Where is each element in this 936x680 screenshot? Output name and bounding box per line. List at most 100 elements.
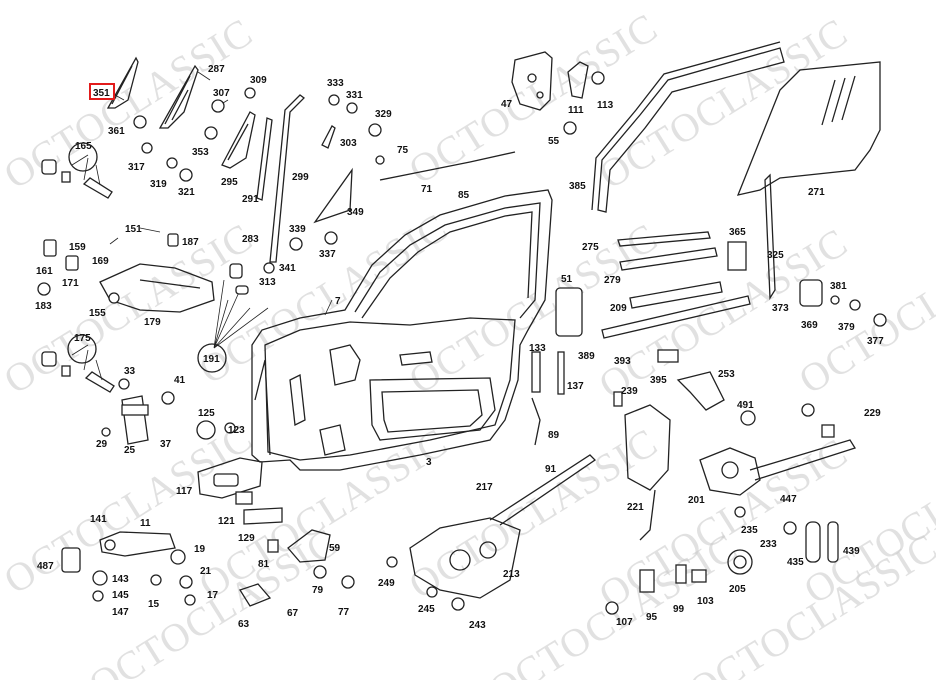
motor-221[interactable] xyxy=(624,404,671,541)
part-label-229[interactable]: 229 xyxy=(864,408,881,419)
part-label-89[interactable]: 89 xyxy=(548,430,560,441)
part-label-291[interactable]: 291 xyxy=(242,194,259,205)
part-label-91[interactable]: 91 xyxy=(545,464,557,475)
part-label-243[interactable]: 243 xyxy=(469,620,486,631)
part-label-287[interactable]: 287 xyxy=(208,64,225,75)
door-check-117[interactable] xyxy=(197,457,263,499)
part-label-339[interactable]: 339 xyxy=(289,224,306,235)
part-label-381[interactable]: 381 xyxy=(830,281,847,292)
part-label-143[interactable]: 143 xyxy=(112,574,129,585)
part-label-191[interactable]: 191 xyxy=(203,354,220,365)
part-label-275[interactable]: 275 xyxy=(582,242,599,253)
part-label-239[interactable]: 239 xyxy=(621,386,638,397)
part-label-15[interactable]: 15 xyxy=(148,599,160,610)
part-label-361[interactable]: 361 xyxy=(108,126,125,137)
part-label-113[interactable]: 113 xyxy=(597,100,614,111)
part-label-19[interactable]: 19 xyxy=(194,544,206,555)
part-label-299[interactable]: 299 xyxy=(292,172,309,183)
part-label-317[interactable]: 317 xyxy=(128,162,145,173)
part-label-59[interactable]: 59 xyxy=(329,543,341,554)
part-label-103[interactable]: 103 xyxy=(697,596,714,607)
rod-71[interactable] xyxy=(379,151,516,181)
part-label-169[interactable]: 169 xyxy=(92,256,109,267)
part-label-179[interactable]: 179 xyxy=(144,317,161,328)
part-label-25[interactable]: 25 xyxy=(124,445,136,456)
part-label-121[interactable]: 121 xyxy=(218,516,235,527)
part-label-117[interactable]: 117 xyxy=(176,486,193,497)
part-label-233[interactable]: 233 xyxy=(760,539,777,550)
regulator-201[interactable] xyxy=(699,439,856,496)
lock-cylinder-group-175[interactable] xyxy=(41,351,115,393)
strip-209[interactable] xyxy=(629,281,723,309)
part-label-379[interactable]: 379 xyxy=(838,322,855,333)
part-label-187[interactable]: 187 xyxy=(182,237,199,248)
part-label-447[interactable]: 447 xyxy=(780,494,797,505)
part-label-111[interactable]: 111 xyxy=(568,105,584,116)
part-label-147[interactable]: 147 xyxy=(112,607,129,618)
part-label-55[interactable]: 55 xyxy=(548,136,560,147)
part-label-75[interactable]: 75 xyxy=(397,145,409,156)
hinge-11[interactable] xyxy=(99,531,176,557)
part-label-137[interactable]: 137 xyxy=(567,381,584,392)
part-label-77[interactable]: 77 xyxy=(338,607,350,618)
part-label-329[interactable]: 329 xyxy=(375,109,392,120)
part-label-395[interactable]: 395 xyxy=(650,375,667,386)
part-label-21[interactable]: 21 xyxy=(200,566,212,577)
part-label-351[interactable]: 351 xyxy=(93,88,110,99)
bracket-111[interactable] xyxy=(567,61,589,99)
part-label-159[interactable]: 159 xyxy=(69,242,86,253)
part-label-235[interactable]: 235 xyxy=(741,525,758,536)
part-label-29[interactable]: 29 xyxy=(96,439,108,450)
part-label-393[interactable]: 393 xyxy=(614,356,631,367)
regulator-213[interactable] xyxy=(409,454,597,599)
part-label-353[interactable]: 353 xyxy=(192,147,209,158)
part-label-107[interactable]: 107 xyxy=(616,617,633,628)
part-label-319[interactable]: 319 xyxy=(150,179,167,190)
part-label-279[interactable]: 279 xyxy=(604,275,621,286)
part-label-271[interactable]: 271 xyxy=(808,187,825,198)
part-label-365[interactable]: 365 xyxy=(729,227,746,238)
vent-frame-351[interactable] xyxy=(106,56,139,109)
part-label-123[interactable]: 123 xyxy=(228,425,245,436)
part-label-17[interactable]: 17 xyxy=(207,590,219,601)
part-label-145[interactable]: 145 xyxy=(112,590,129,601)
lock-cylinder-group-165[interactable] xyxy=(41,159,113,199)
part-label-3[interactable]: 3 xyxy=(426,457,432,468)
strip-275[interactable] xyxy=(617,231,711,247)
part-label-377[interactable]: 377 xyxy=(867,336,884,347)
part-label-41[interactable]: 41 xyxy=(174,375,186,386)
part-label-321[interactable]: 321 xyxy=(178,187,195,198)
triangle-303[interactable] xyxy=(321,125,336,149)
strip-283[interactable] xyxy=(269,94,305,263)
part-label-51[interactable]: 51 xyxy=(561,274,573,285)
part-label-81[interactable]: 81 xyxy=(258,559,270,570)
part-label-125[interactable]: 125 xyxy=(198,408,215,419)
triangle-349[interactable] xyxy=(313,167,353,224)
part-label-161[interactable]: 161 xyxy=(36,266,53,277)
part-label-165[interactable]: 165 xyxy=(75,141,92,152)
part-label-7[interactable]: 7 xyxy=(335,296,341,307)
part-label-209[interactable]: 209 xyxy=(610,303,627,314)
part-label-337[interactable]: 337 xyxy=(319,249,336,260)
strip-291[interactable] xyxy=(256,117,273,201)
part-label-151[interactable]: 151 xyxy=(125,224,142,235)
part-label-253[interactable]: 253 xyxy=(718,369,735,380)
part-label-221[interactable]: 221 xyxy=(627,502,644,513)
part-label-341[interactable]: 341 xyxy=(279,263,296,274)
outer-handle-179[interactable] xyxy=(99,263,215,313)
part-label-171[interactable]: 171 xyxy=(62,278,79,289)
part-label-205[interactable]: 205 xyxy=(729,584,746,595)
part-label-37[interactable]: 37 xyxy=(160,439,172,450)
part-label-313[interactable]: 313 xyxy=(259,277,276,288)
part-label-491[interactable]: 491 xyxy=(737,400,754,411)
part-label-435[interactable]: 435 xyxy=(787,557,804,568)
mirror-triangle-295[interactable] xyxy=(221,111,256,169)
part-label-333[interactable]: 333 xyxy=(327,78,344,89)
part-label-373[interactable]: 373 xyxy=(772,303,789,314)
part-label-71[interactable]: 71 xyxy=(421,184,433,195)
part-label-175[interactable]: 175 xyxy=(74,333,91,344)
strip-279[interactable] xyxy=(619,247,718,271)
part-label-309[interactable]: 309 xyxy=(250,75,267,86)
vent-frame-287[interactable] xyxy=(158,64,199,129)
part-label-349[interactable]: 349 xyxy=(347,207,364,218)
